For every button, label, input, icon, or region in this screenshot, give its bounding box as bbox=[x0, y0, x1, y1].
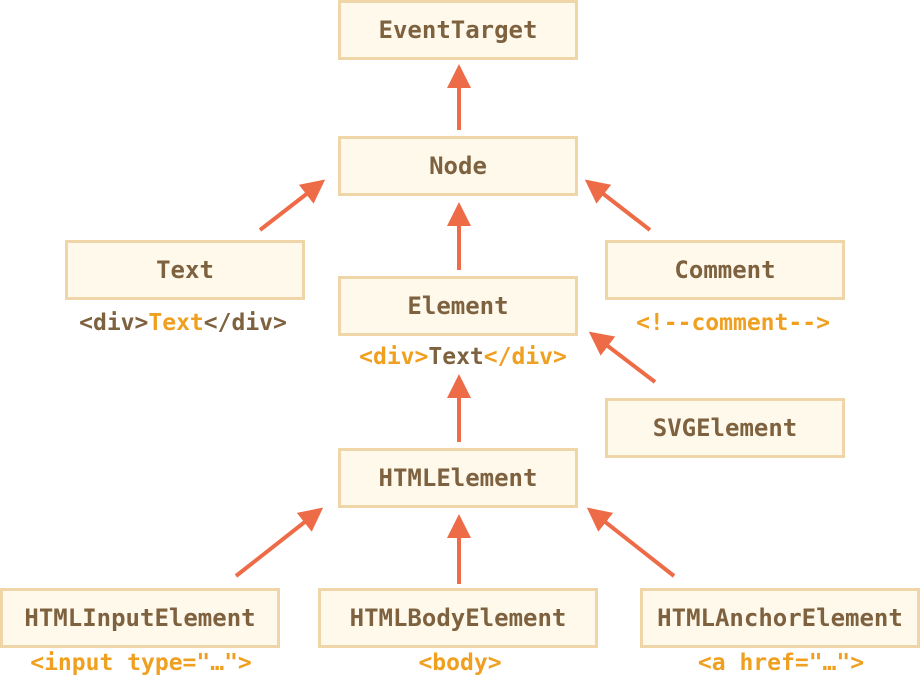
element-example-open-tag: <div> bbox=[359, 344, 429, 370]
text-box: Text bbox=[65, 240, 305, 300]
node-box: Node bbox=[338, 136, 578, 196]
element-example: <div>Text</div> bbox=[359, 344, 567, 370]
element-box: Element bbox=[338, 276, 578, 336]
text-example: <div>Text</div> bbox=[79, 310, 287, 336]
arrow-svgelement-to-element bbox=[588, 331, 657, 384]
arrow-comment-to-node bbox=[584, 179, 652, 232]
htmlbodyelement-box: HTMLBodyElement bbox=[318, 588, 598, 648]
element-example-content: Text bbox=[428, 344, 484, 370]
htmlanchorelement-box: HTMLAnchorElement bbox=[640, 588, 920, 648]
svgelement-box: SVGElement bbox=[605, 398, 845, 458]
anchor-example: <a href="…"> bbox=[697, 650, 865, 676]
arrow-anchor-to-htmlelement bbox=[586, 507, 676, 578]
text-example-content: Text bbox=[148, 310, 204, 336]
input-example: <input type="…"> bbox=[30, 650, 252, 676]
htmlinputelement-box: HTMLInputElement bbox=[0, 588, 280, 648]
element-example-close-tag: </div> bbox=[483, 344, 567, 370]
eventtarget-box: EventTarget bbox=[338, 0, 578, 60]
arrow-input-to-htmlelement bbox=[234, 507, 324, 578]
comment-example: <!--comment--> bbox=[636, 310, 830, 336]
comment-box: Comment bbox=[605, 240, 845, 300]
body-example: <body> bbox=[418, 650, 502, 676]
text-example-close-tag: </div> bbox=[203, 310, 287, 336]
htmlelement-box: HTMLElement bbox=[338, 448, 578, 508]
arrow-text-to-node bbox=[258, 179, 326, 232]
text-example-open-tag: <div> bbox=[79, 310, 149, 336]
